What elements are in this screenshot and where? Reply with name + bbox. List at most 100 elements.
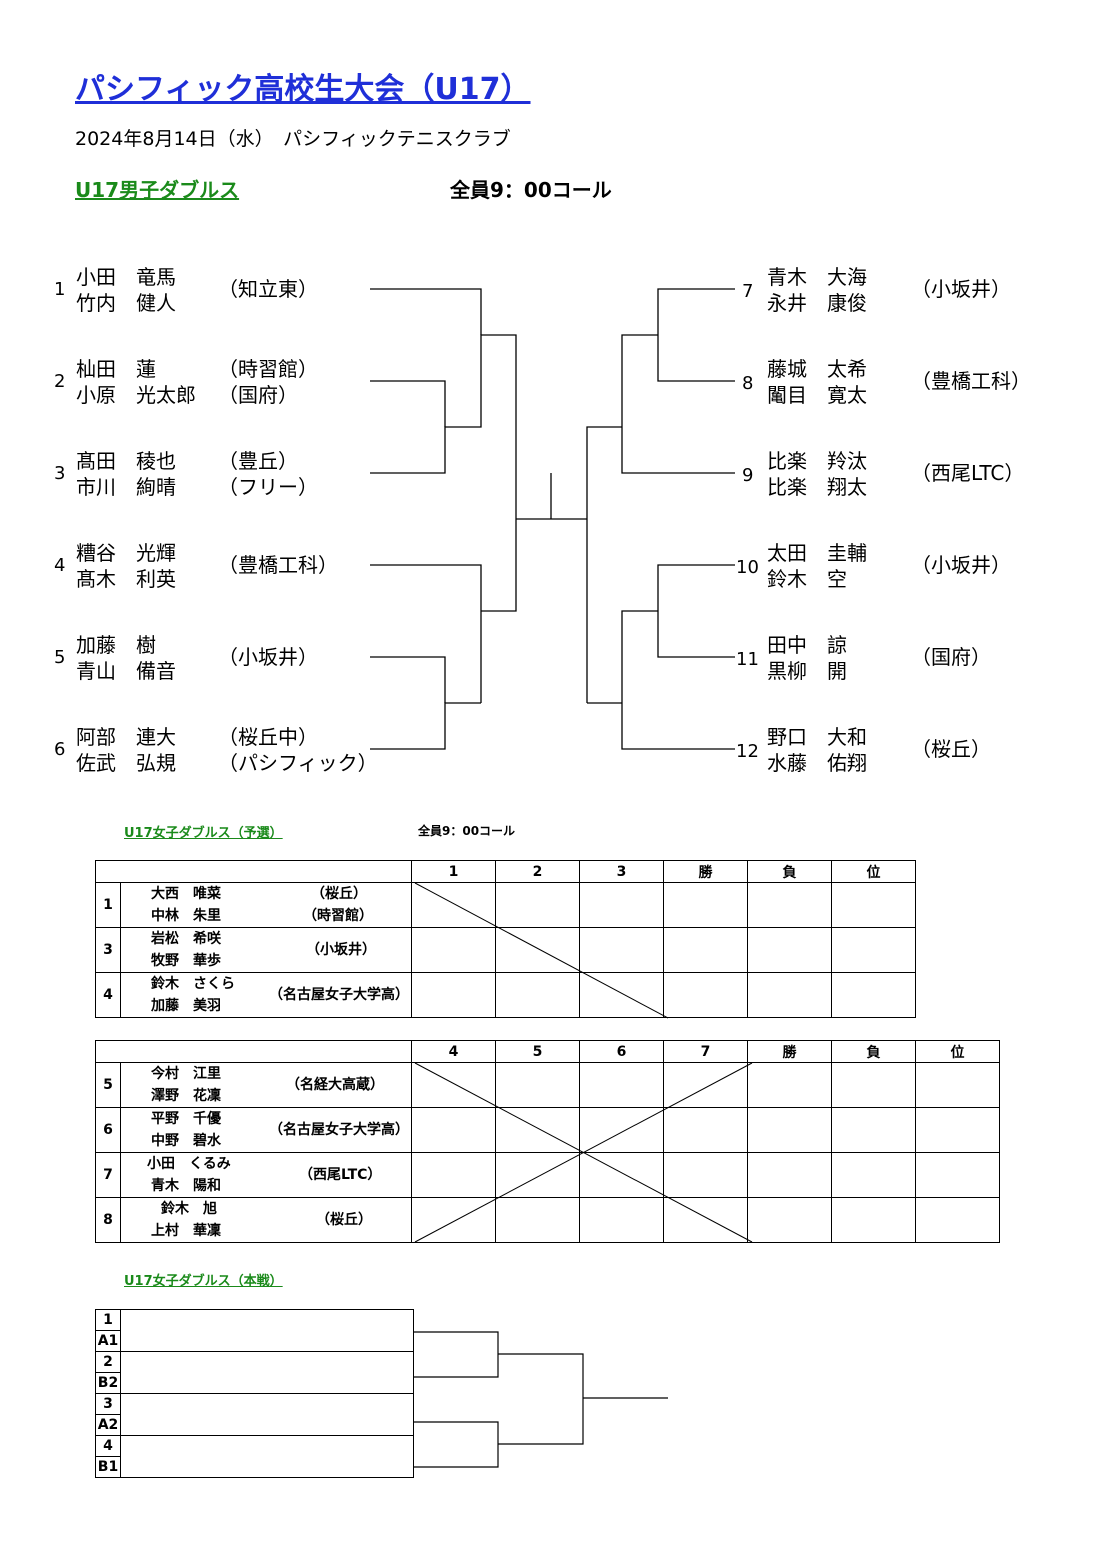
wins-cell — [747, 1152, 832, 1198]
entry-names: 大西 唯菜 中林 朱里 （桜丘） （時習館） — [120, 882, 412, 928]
player-name: 藤城 太希 — [767, 357, 867, 381]
club-name: （小坂井） — [306, 942, 376, 958]
score-cell — [411, 1107, 496, 1153]
player-name: 永井 康俊 — [767, 291, 867, 315]
score-cell — [411, 927, 496, 973]
slot-label: B2 — [95, 1372, 121, 1394]
player-name: 小原 光太郎 — [76, 383, 196, 407]
event-date-venue: 2024年8月14日（水） パシフィックテニスクラブ — [75, 128, 511, 150]
player-name: 太田 圭輔 — [767, 541, 867, 565]
seed-number: 3 — [54, 463, 66, 484]
entry-names: 今村 江里 澤野 花凜 （名経大高蔵） — [120, 1062, 412, 1108]
club-name: （桜丘） — [316, 1212, 372, 1228]
rank-cell — [915, 1152, 1000, 1198]
entry-names: 小田 くるみ 青木 陽和 （西尾LTC） — [120, 1152, 412, 1198]
col-header: 勝 — [747, 1040, 832, 1063]
club-name: （西尾LTC） — [911, 461, 1025, 485]
player-name: 田中 諒 — [767, 633, 847, 657]
boys-section-heading: U17男子ダブルス — [75, 178, 240, 202]
player-name: 上村 華凜 — [151, 1223, 221, 1239]
slot-entry — [120, 1351, 414, 1394]
col-header: 負 — [747, 860, 832, 883]
rank-cell — [915, 1062, 1000, 1108]
wins-cell — [747, 1062, 832, 1108]
score-cell — [495, 972, 580, 1018]
player-name: 中林 朱里 — [151, 908, 221, 924]
club-name: （西尾LTC） — [299, 1167, 382, 1183]
entry-number: 3 — [95, 927, 121, 973]
losses-cell — [831, 1107, 916, 1153]
main-draw-slots: 1 A1 2 B2 3 A2 4 B1 — [95, 1309, 414, 1478]
losses-cell — [747, 882, 832, 928]
score-cell — [495, 1062, 580, 1108]
player-name: 加藤 美羽 — [151, 998, 221, 1014]
page-title: パシフィック高校生大会（U17） — [75, 72, 531, 107]
seed-number: 9 — [742, 465, 754, 486]
entry-names: 鈴木 旭 上村 華凜 （桜丘） — [120, 1197, 412, 1243]
wins-cell — [663, 972, 748, 1018]
player-name: 髙田 稜也 — [76, 449, 176, 473]
boys-bracket-lines — [370, 288, 735, 750]
score-cell — [411, 1062, 496, 1108]
seed-number: 7 — [742, 281, 754, 302]
player-name: 青木 陽和 — [151, 1178, 221, 1194]
club-name: （小坂井） — [911, 553, 1011, 577]
player-name: 小田 竜馬 — [76, 265, 176, 289]
club-name: （桜丘） — [911, 737, 991, 761]
player-name: 髙木 利英 — [76, 567, 176, 591]
score-cell — [411, 882, 496, 928]
player-name: 比楽 羚汰 — [767, 449, 867, 473]
score-cell — [579, 927, 664, 973]
club-name: （国府） — [218, 383, 298, 407]
player-name: 野口 大和 — [767, 725, 867, 749]
player-name: 䦰目 寛太 — [767, 383, 867, 407]
entry-number: 1 — [95, 882, 121, 928]
score-cell — [579, 882, 664, 928]
player-name: 鈴木 旭 — [161, 1201, 217, 1217]
score-cell — [579, 1197, 664, 1243]
club-name: （知立東） — [218, 277, 318, 301]
player-name: 糟谷 光輝 — [76, 541, 176, 565]
player-name: 鈴木 空 — [767, 567, 847, 591]
wins-cell — [663, 927, 748, 973]
round-robin-group-a: 1 2 3 勝 負 位 1 大西 唯菜 中林 朱里 （桜丘） （時習館） 3 岩… — [95, 860, 916, 1018]
losses-cell — [831, 1152, 916, 1198]
seed-number: 12 — [736, 741, 759, 762]
score-cell — [411, 972, 496, 1018]
player-name: 黒柳 開 — [767, 659, 847, 683]
seed-number: 10 — [736, 557, 759, 578]
slot-label: 1 — [95, 1309, 121, 1331]
boys-call-time: 全員9：00コール — [450, 178, 612, 202]
slot-entry — [120, 1435, 414, 1478]
seed-number: 4 — [54, 555, 66, 576]
score-cell — [663, 1062, 748, 1108]
seed-number: 5 — [54, 647, 66, 668]
seed-number: 6 — [54, 739, 66, 760]
player-name: 牧野 華歩 — [151, 953, 221, 969]
slot-entry — [120, 1393, 414, 1436]
col-header: 位 — [831, 860, 916, 883]
col-header: 位 — [915, 1040, 1000, 1063]
losses-cell — [747, 972, 832, 1018]
col-header: 勝 — [663, 860, 748, 883]
girls-main-heading: U17女子ダブルス（本戦） — [124, 1274, 283, 1289]
slot-label: 3 — [95, 1393, 121, 1415]
losses-cell — [747, 927, 832, 973]
slot-label: 2 — [95, 1351, 121, 1373]
wins-cell — [663, 882, 748, 928]
player-name: 鈴木 さくら — [151, 976, 235, 992]
rank-cell — [831, 927, 916, 973]
col-header: 負 — [831, 1040, 916, 1063]
player-name: 中野 碧水 — [151, 1133, 221, 1149]
col-header: 3 — [579, 860, 664, 883]
player-name: 比楽 翔太 — [767, 475, 867, 499]
entry-number: 4 — [95, 972, 121, 1018]
player-name: 今村 江里 — [151, 1066, 221, 1082]
slot-entry — [120, 1309, 414, 1352]
losses-cell — [831, 1062, 916, 1108]
club-name: （国府） — [911, 645, 991, 669]
entry-names: 岩松 希咲 牧野 華歩 （小坂井） — [120, 927, 412, 973]
col-header: 5 — [495, 1040, 580, 1063]
score-cell — [579, 1107, 664, 1153]
score-cell — [579, 1152, 664, 1198]
